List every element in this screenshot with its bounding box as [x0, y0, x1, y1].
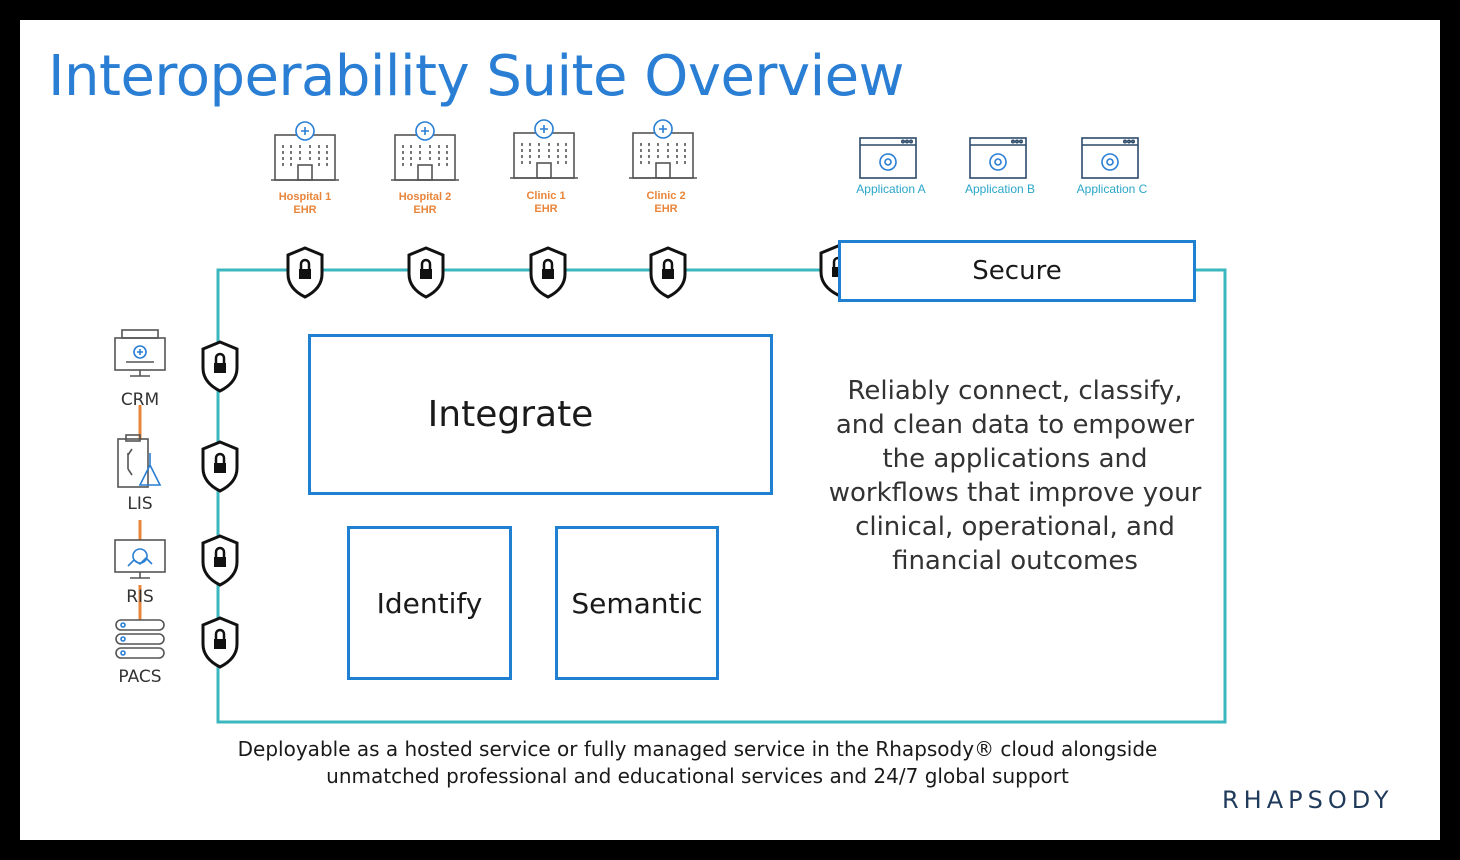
system-label-pacs: PACS [118, 667, 162, 687]
ehr-label-line: EHR [534, 203, 558, 215]
ehr-label-line: EHR [413, 204, 437, 216]
radiology-icon [114, 539, 166, 579]
shield-lock-icon [201, 440, 239, 493]
slide: Interoperability Suite Overview [20, 20, 1440, 840]
ehr-label-line: Clinic 2 [646, 190, 686, 202]
ehr-label-line: EHR [654, 203, 678, 215]
ehr-label-line: EHR [293, 204, 317, 216]
shield-lock-icon [649, 246, 687, 299]
integrate-label: Integrate [427, 394, 594, 435]
shield-lock-icon [286, 246, 324, 299]
application-label-c: Application C [1076, 182, 1148, 196]
ehr-label-clinic-1: Clinic 1 EHR [501, 190, 591, 216]
hospital-building-icon [391, 121, 459, 181]
shield-lock-icon [407, 246, 445, 299]
system-label-lis: LIS [127, 494, 153, 514]
application-label-a: Application A [856, 182, 926, 196]
integrate-box: Integrate [308, 334, 773, 495]
shield-lock-icon [201, 534, 239, 587]
footer-text: Deployable as a hosted service or fully … [140, 736, 1255, 790]
application-label-b: Application B [964, 182, 1036, 196]
system-label-ris: RIS [126, 587, 154, 607]
shield-lock-icon [201, 340, 239, 393]
shield-lock-icon [201, 616, 239, 669]
ehr-label-hospital-2: Hospital 2 EHR [380, 191, 470, 217]
application-window-icon [859, 137, 917, 179]
semantic-box: Semantic [555, 526, 719, 680]
application-window-icon [969, 137, 1027, 179]
hospital-building-icon [271, 121, 339, 181]
clinic-building-icon [629, 119, 697, 179]
clinic-building-icon [510, 119, 578, 179]
ehr-label-clinic-2: Clinic 2 EHR [621, 190, 711, 216]
page-title: Interoperability Suite Overview [48, 44, 904, 109]
server-icon [115, 619, 165, 659]
system-label-crm: CRM [120, 390, 160, 410]
ehr-label-line: Clinic 1 [526, 190, 566, 202]
footer-line-1: Deployable as a hosted service or fully … [237, 737, 1158, 761]
shield-lock-icon [529, 246, 567, 299]
ehr-label-line: Hospital 1 [278, 191, 332, 203]
application-window-icon [1081, 137, 1139, 179]
identify-box: Identify [347, 526, 512, 680]
rhapsody-logo: RHAPSODY [1222, 786, 1394, 814]
secure-label: Secure [972, 256, 1062, 286]
secure-box: Secure [838, 240, 1196, 302]
lab-icon [117, 434, 162, 488]
ehr-label-hospital-1: Hospital 1 EHR [260, 191, 350, 217]
footer-line-2: unmatched professional and educational s… [326, 764, 1069, 788]
description-text: Reliably connect, classify, and clean da… [828, 376, 1202, 576]
semantic-label: Semantic [571, 586, 703, 620]
identify-label: Identify [376, 586, 483, 620]
ehr-label-line: Hospital 2 [398, 191, 452, 203]
monitor-icon [114, 329, 166, 377]
